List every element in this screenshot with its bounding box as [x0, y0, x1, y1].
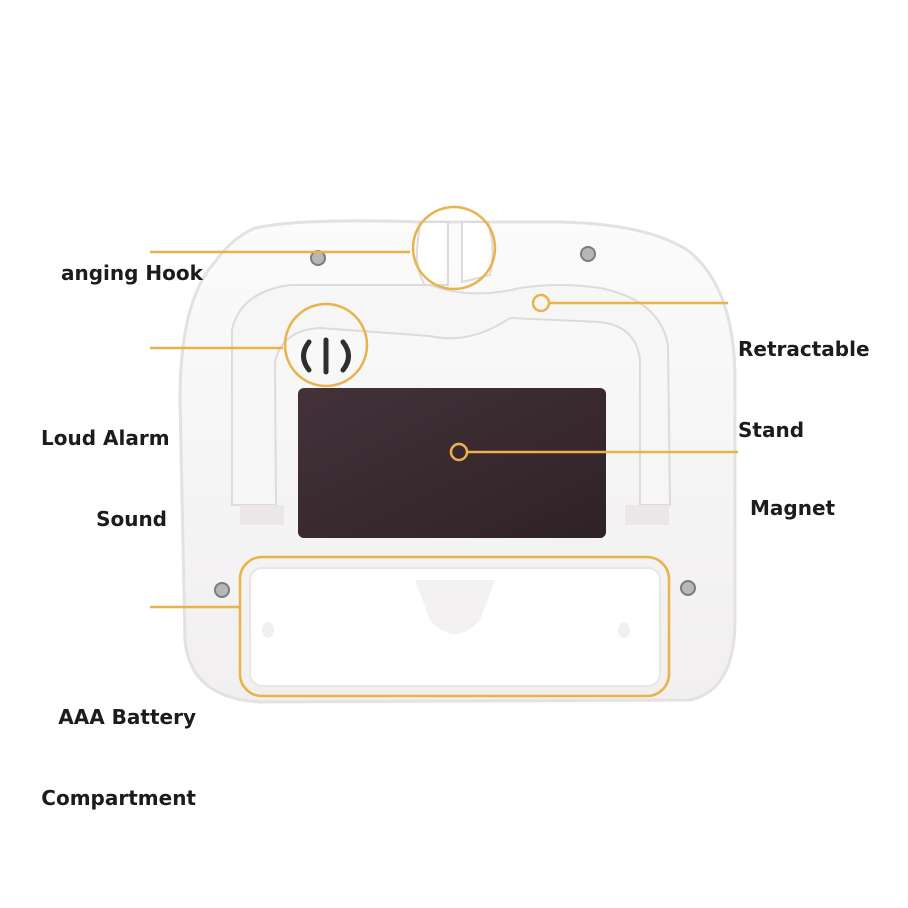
callout-circle-hanging-hook	[411, 205, 497, 291]
label-magnet: Magnet	[750, 496, 836, 520]
label-battery-compartment: AAA Battery Compartment	[41, 705, 196, 810]
label-retractable-stand: Retractable Stand	[738, 337, 870, 442]
callout-lines	[150, 205, 738, 698]
hanging-hook	[415, 221, 494, 286]
label-loud-alarm-sound: Loud Alarm Sound	[41, 426, 170, 531]
callout-circle-loud-alarm	[283, 302, 369, 388]
label-hanging-hook: anging Hook	[61, 261, 203, 285]
speaker-grille-icon	[301, 337, 351, 375]
callout-outline-battery	[238, 555, 671, 698]
magnet	[298, 388, 606, 538]
battery-compartment	[249, 567, 661, 687]
